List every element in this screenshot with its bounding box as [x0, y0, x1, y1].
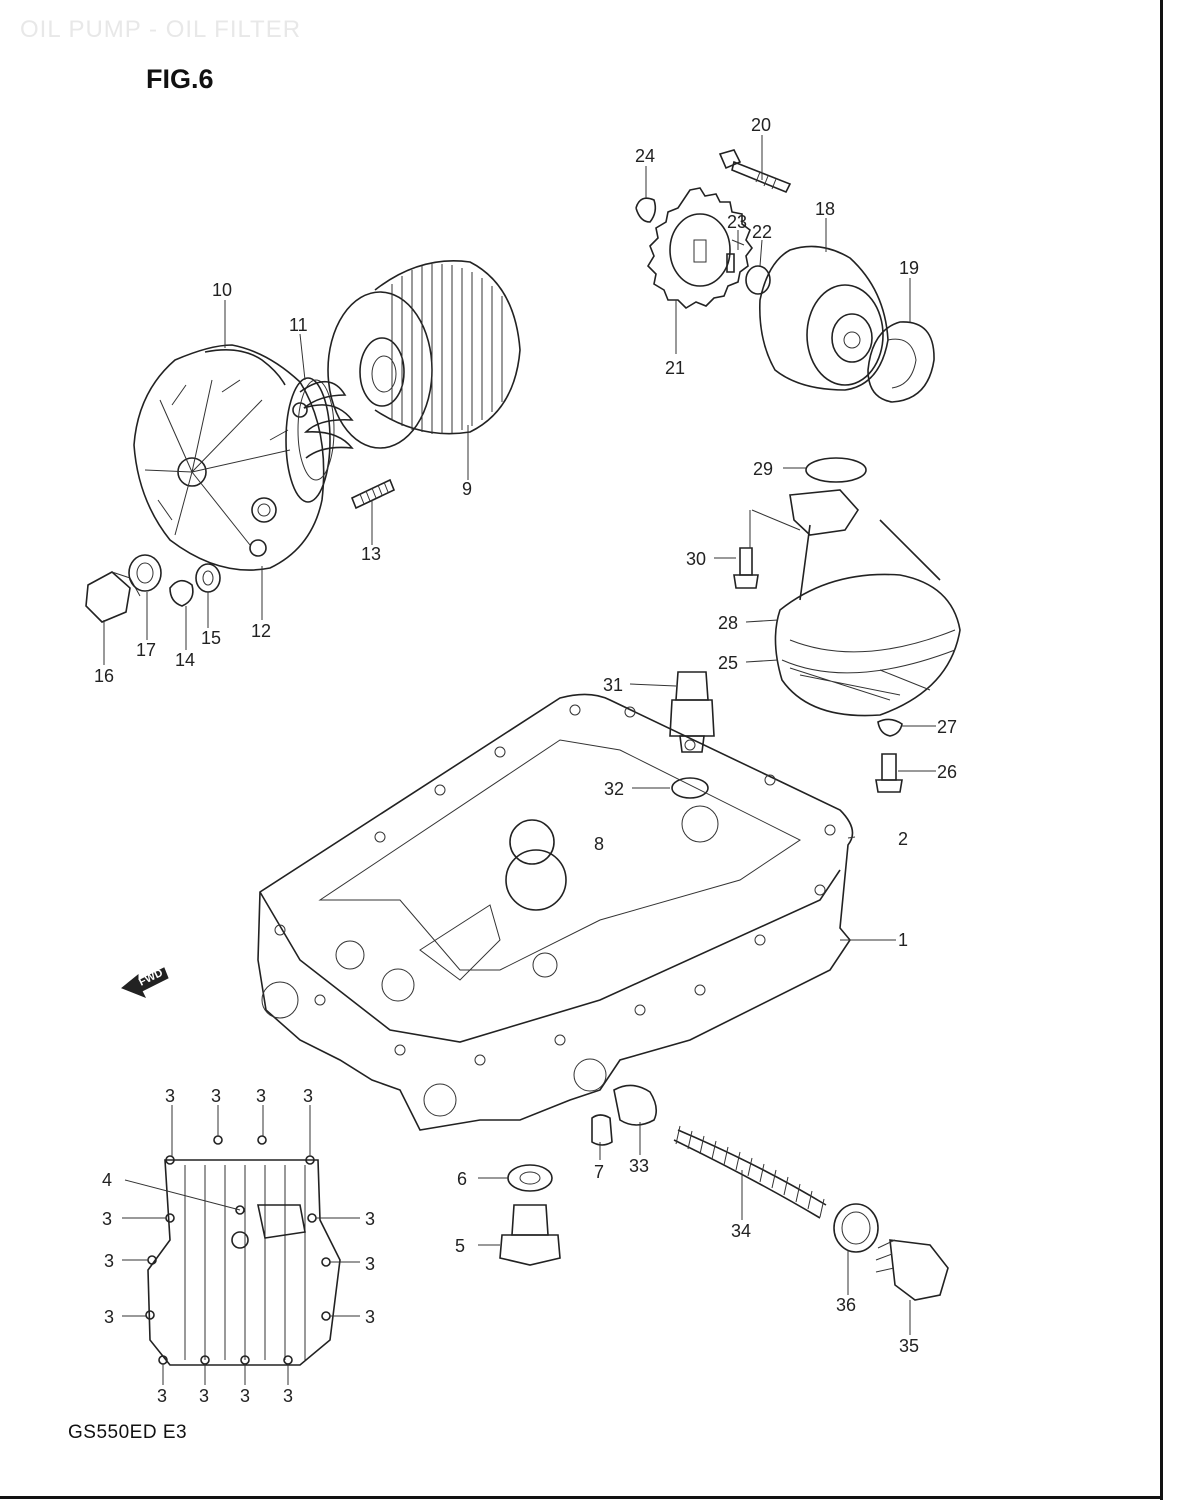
label-24: 24: [635, 146, 655, 166]
oil-filter-cover: [133, 344, 325, 571]
label-34: 34: [731, 1221, 751, 1241]
filter-o-ring-and-spring: [285, 377, 354, 503]
faint-section-title: OIL PUMP - OIL FILTER: [20, 16, 302, 43]
oil-pressure-switch: [669, 671, 715, 799]
label-8: 8: [594, 834, 604, 854]
label-3: 3: [104, 1307, 114, 1327]
parts-diagram: FWD: [85, 115, 961, 1406]
label-18: 18: [815, 199, 835, 219]
label-3: 3: [199, 1386, 209, 1406]
label-28: 28: [718, 613, 738, 633]
page-border-bottom: [0, 1496, 1163, 1499]
label-4: 4: [102, 1170, 112, 1190]
page-border-right: [1160, 0, 1163, 1500]
label-16: 16: [94, 666, 114, 686]
label-29: 29: [753, 459, 773, 479]
label-3: 3: [240, 1386, 250, 1406]
oil-strainer: [733, 457, 961, 717]
label-19: 19: [899, 258, 919, 278]
filter-drain-parts: [85, 554, 221, 623]
oil-pan-and-gasket: [257, 693, 854, 1131]
label-1: 1: [898, 930, 908, 950]
label-20: 20: [751, 115, 771, 135]
label-3: 3: [165, 1086, 175, 1106]
label-22: 22: [752, 222, 772, 242]
label-3: 3: [303, 1086, 313, 1106]
label-13: 13: [361, 544, 381, 564]
label-7: 7: [594, 1162, 604, 1182]
callout-labels: 1 2 3 3 3 3 3 3 3 3 3 3 3 3 3 3 4 5 6 7 …: [94, 115, 957, 1406]
label-3: 3: [365, 1254, 375, 1274]
label-3: 3: [283, 1386, 293, 1406]
label-3: 3: [256, 1086, 266, 1106]
oil-pump-gear: [635, 187, 771, 310]
stud-bolt: [350, 478, 396, 510]
strainer-bolt-and-washer: [875, 718, 903, 793]
label-14: 14: [175, 650, 195, 670]
label-30: 30: [686, 549, 706, 569]
label-6: 6: [457, 1169, 467, 1189]
oil-filter-element: [327, 260, 521, 449]
label-27: 27: [937, 717, 957, 737]
figure-title: FIG.6: [146, 64, 214, 94]
label-15: 15: [201, 628, 221, 648]
label-12: 12: [251, 621, 271, 641]
label-10: 10: [212, 280, 232, 300]
label-17: 17: [136, 640, 156, 660]
label-33: 33: [629, 1156, 649, 1176]
label-5: 5: [455, 1236, 465, 1256]
label-21: 21: [665, 358, 685, 378]
oil-pan-bottom-view: [145, 1135, 341, 1366]
label-9: 9: [462, 479, 472, 499]
leader-lines: [103, 135, 936, 1385]
label-11: 11: [289, 315, 308, 335]
label-23: 23: [727, 212, 747, 232]
label-3: 3: [102, 1209, 112, 1229]
fwd-arrow: FWD: [121, 967, 169, 998]
drain-plug-parts: [499, 1084, 949, 1301]
label-32: 32: [604, 779, 624, 799]
label-31: 31: [603, 675, 623, 695]
label-26: 26: [937, 762, 957, 782]
label-35: 35: [899, 1336, 919, 1356]
label-36: 36: [836, 1295, 856, 1315]
label-3: 3: [157, 1386, 167, 1406]
model-code: GS550ED E3: [68, 1422, 188, 1443]
oil-pump-body: [718, 149, 935, 403]
label-25: 25: [718, 653, 738, 673]
label-2: 2: [898, 829, 908, 849]
label-3: 3: [365, 1209, 375, 1229]
label-3: 3: [104, 1251, 114, 1271]
label-3: 3: [211, 1086, 221, 1106]
label-3: 3: [365, 1307, 375, 1327]
